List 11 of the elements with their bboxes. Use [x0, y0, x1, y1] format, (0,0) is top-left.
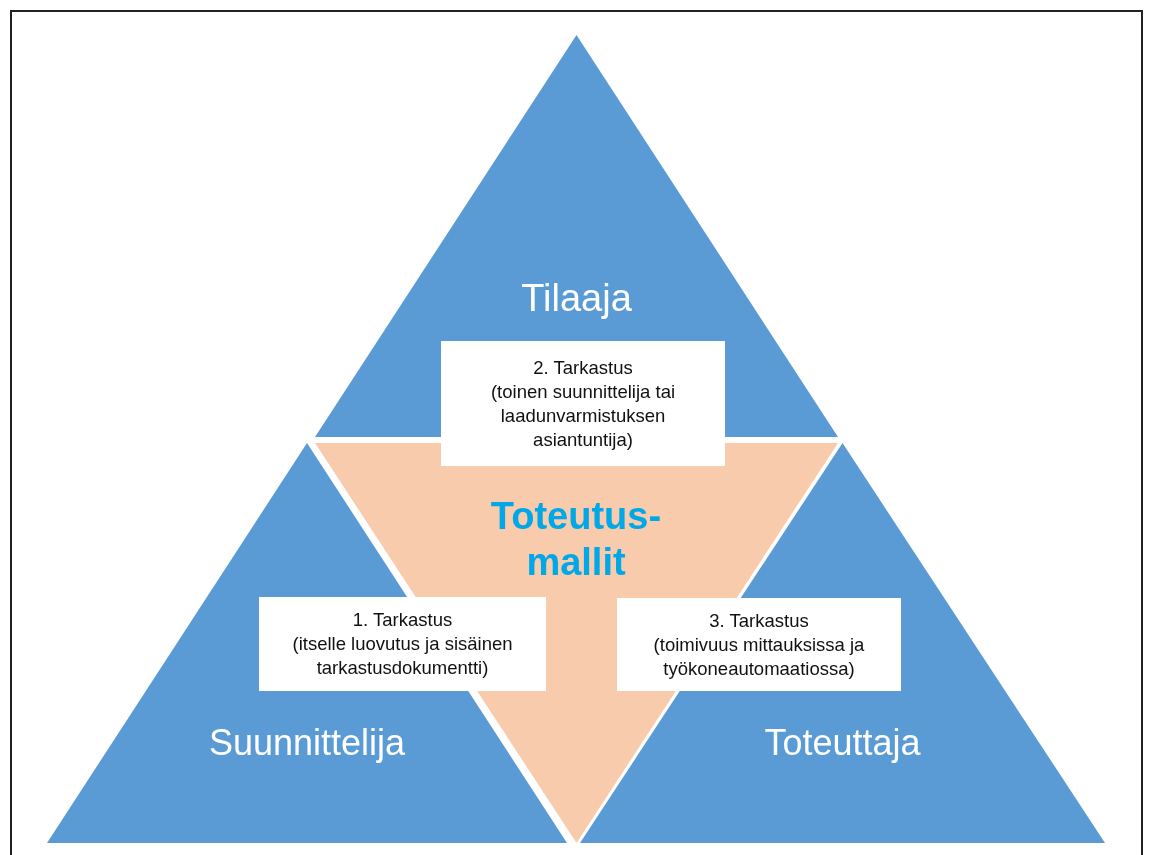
triangle-label: Tilaaja: [520, 276, 633, 321]
note-heading: 3. Tarkastus: [709, 608, 809, 633]
note-heading: 1. Tarkastus: [352, 608, 453, 632]
note-box: [441, 341, 725, 466]
note-text: (itselle luovutus ja sisäinen tarkastusdokumentti): [291, 632, 514, 680]
note-text: (toinen suunnittelija tai laadunvarmistuksen asiantuntija): [489, 379, 677, 452]
note-heading: 2. Tarkastus: [533, 355, 633, 380]
triangle-label: Suunnittelija: [207, 721, 407, 765]
note-text: (toimivuus mittauksissa ja työkoneautomaatiossa): [652, 632, 866, 681]
triangle-label: Toteutus-mallit: [489, 494, 663, 585]
triangle-label: Toteuttaja: [763, 721, 922, 765]
